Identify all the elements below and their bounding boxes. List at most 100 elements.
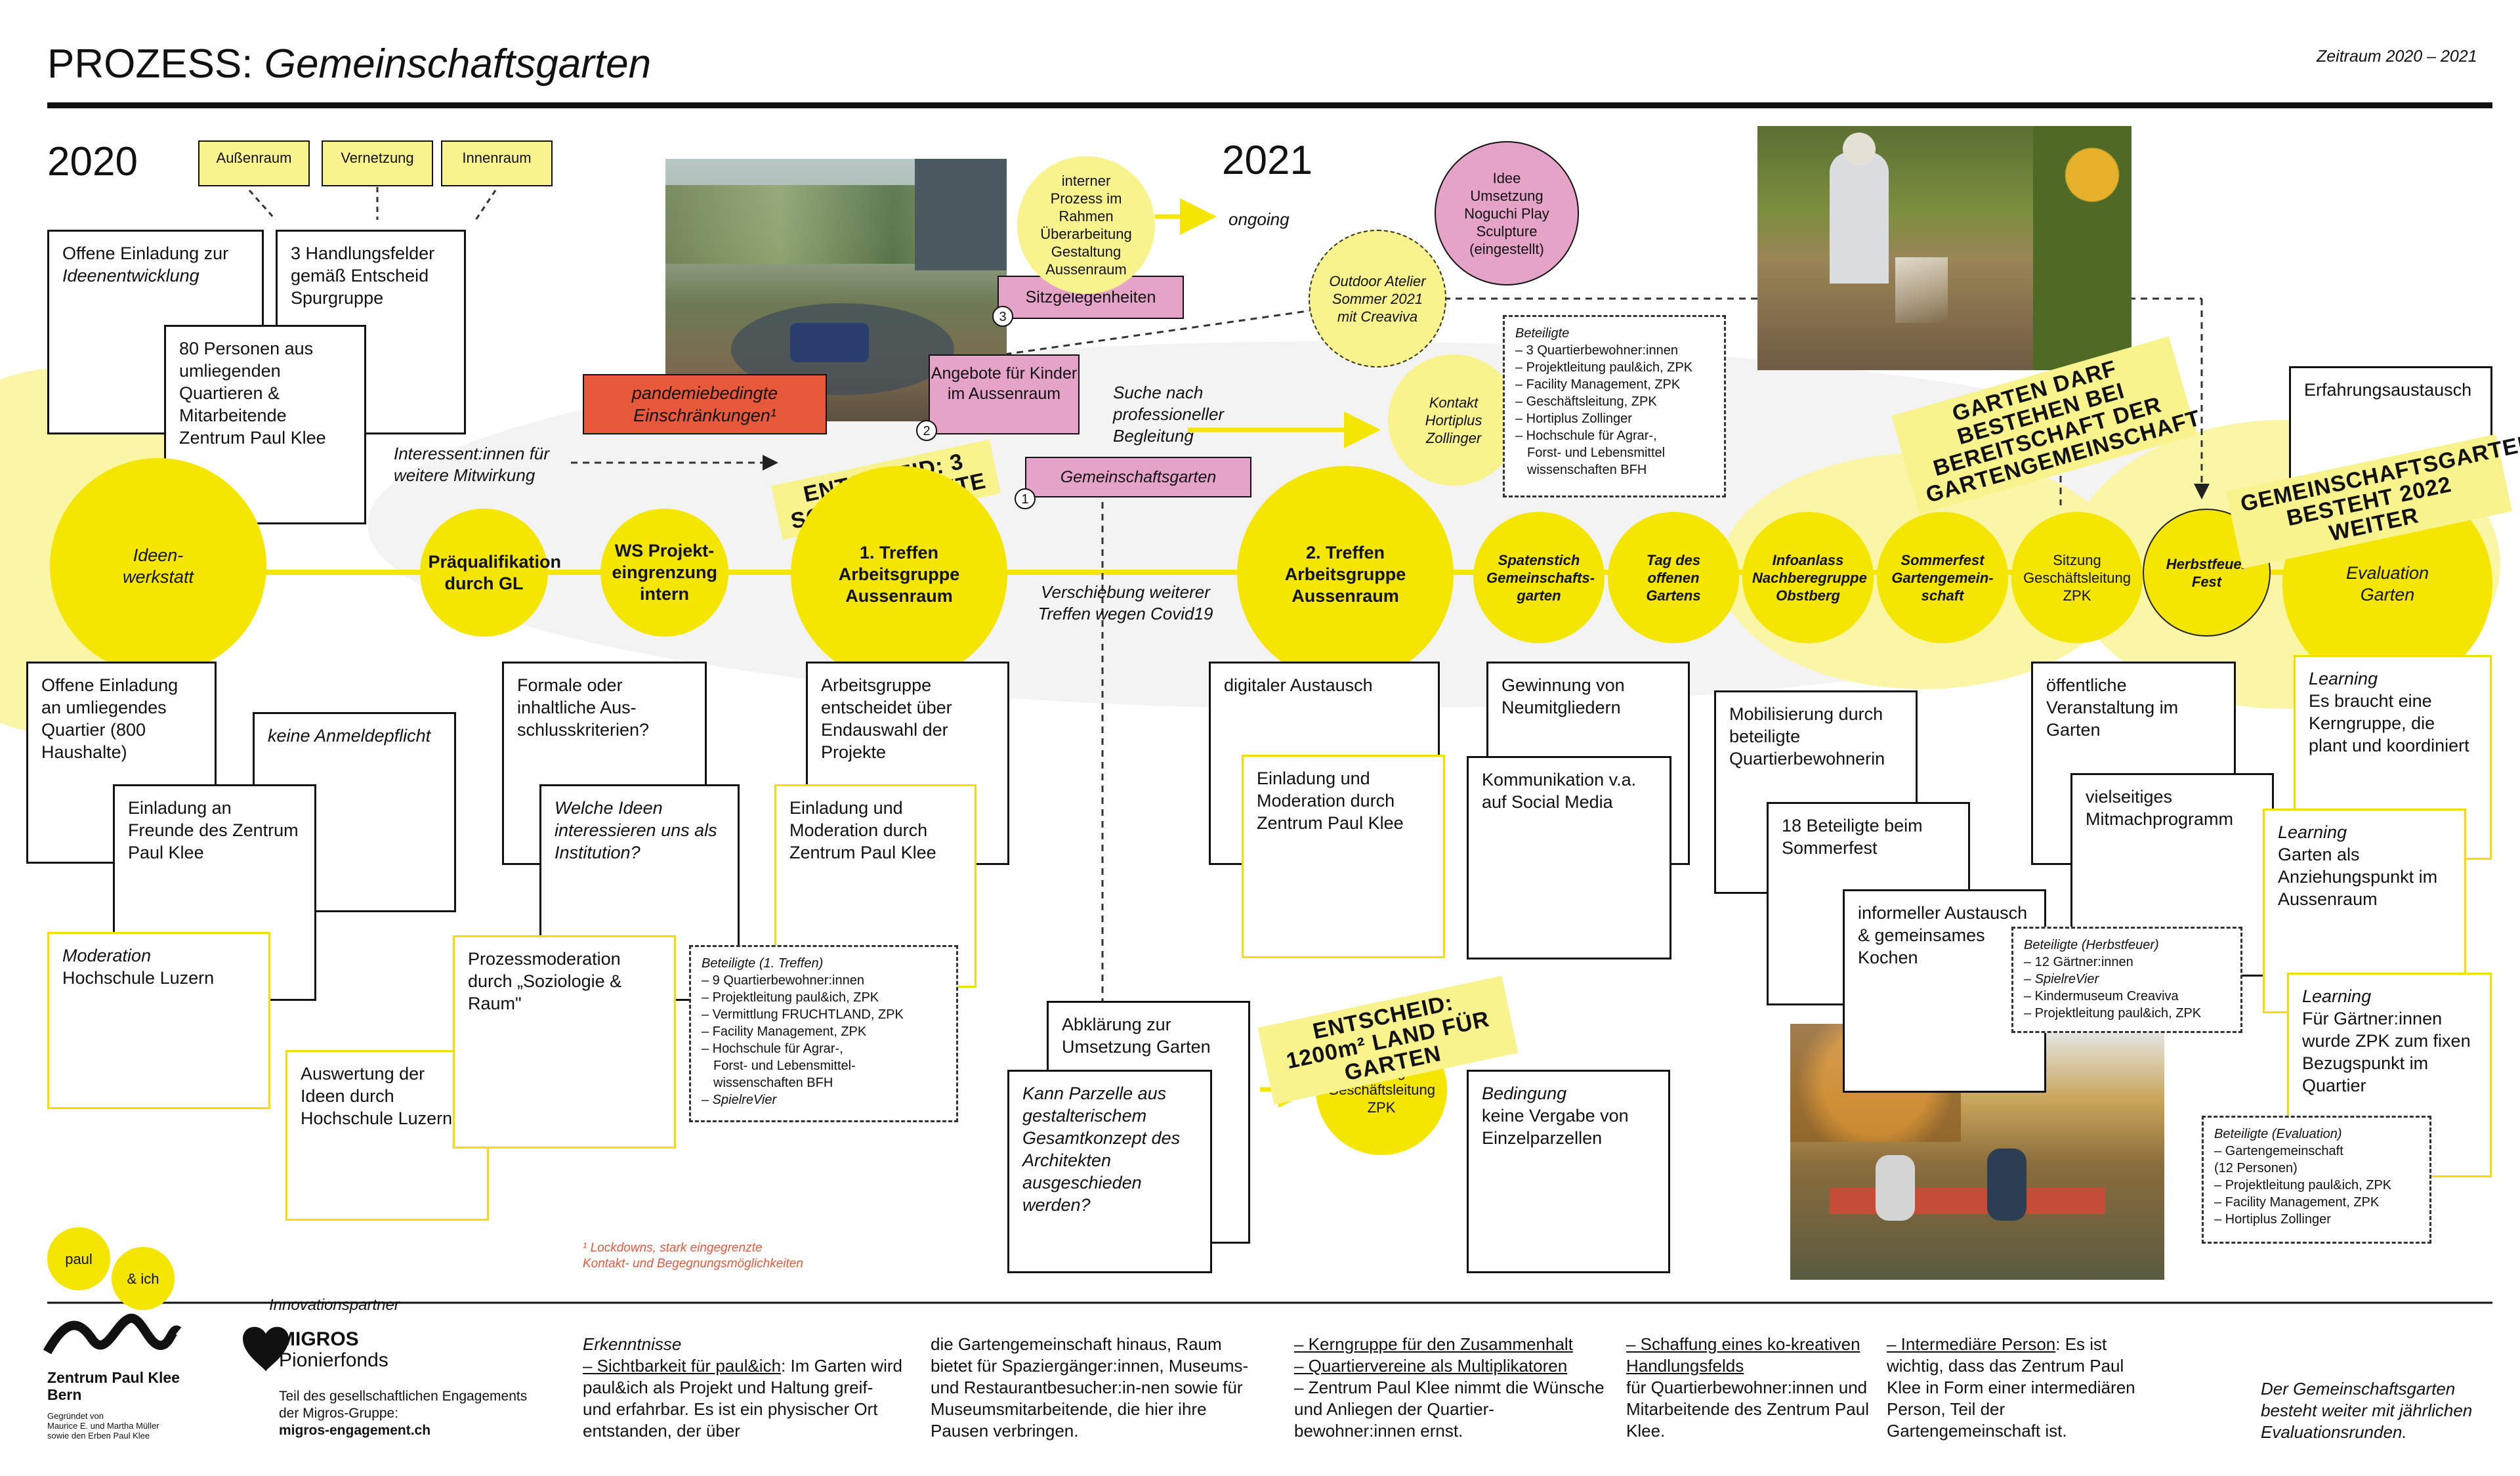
- paul-logo-text: paul: [65, 1250, 93, 1267]
- ich-logo-text: & ich: [127, 1270, 159, 1287]
- beteiligte-evaluation-item: – Hortiplus Zollinger: [2214, 1212, 2331, 1227]
- circle-interner-prozess-label: interner Prozess im Rahmen Überarbeitung…: [1040, 173, 1132, 278]
- circle-infoanlass: Infoanlass Nachberegruppe Obstberg: [1742, 512, 1874, 643]
- beteiligte-hortiplus-item: wissenschaften BFH: [1527, 463, 1647, 477]
- migros-text-body: Teil des gesellschaftlichen Engagements …: [279, 1389, 528, 1421]
- number-2: 2: [916, 420, 937, 441]
- beteiligte-hortiplus-item: – 3 Quartierbewohner:innen: [1515, 343, 1678, 358]
- circle-interner-prozess: interner Prozess im Rahmen Überarbeitung…: [1017, 156, 1155, 294]
- closing-text: Der Gemeinschaftsgarten besteht weiter m…: [2261, 1379, 2473, 1442]
- circle-sommerfest-label: Sommerfest Gartengemein-schaft: [1891, 551, 1994, 604]
- learning-2-text: Garten als Anziehungspunkt im Aussenraum: [2278, 845, 2438, 909]
- moderation-label: Moderation: [62, 946, 152, 965]
- circle-sitzung-gl: Sitzung Geschäftsleitung ZPK: [2011, 512, 2143, 643]
- beteiligte-hortiplus-title: Beteiligte: [1515, 326, 1570, 341]
- tag-innenraum: Innenraum: [441, 140, 553, 186]
- pink-gemeinschaftsgarten: Gemeinschaftsgarten: [1025, 457, 1251, 497]
- circle-ws-projekt: WS Projekt-eingrenzung intern: [600, 509, 728, 637]
- zpk-name-line1: Zentrum Paul Klee: [47, 1369, 180, 1386]
- circle-outdoor-atelier-label: Outdoor Atelier Sommer 2021 mit Creaviva: [1329, 272, 1426, 325]
- col4-body: für Quartierbewohner:innen und Mitarbeit…: [1626, 1378, 1869, 1441]
- photo-garden: [1757, 126, 2132, 370]
- col3-heading1: – Kerngruppe für den Zusammenhalt: [1294, 1334, 1573, 1354]
- circle-evaluation-label: Evaluation Garten: [2345, 563, 2429, 604]
- beteiligte-treffen1-item: – SpielreVier: [702, 1093, 777, 1107]
- col5-body: : Es ist wichtig, dass das Zentrum Paul …: [1887, 1334, 2135, 1441]
- migros-logo: MIGROS Pionierfonds: [279, 1329, 388, 1371]
- col1-body: : Im Garten wird paul&ich als Projekt un…: [583, 1356, 902, 1441]
- header-rule: [47, 102, 2492, 108]
- circle-outdoor-atelier: Outdoor Atelier Sommer 2021 mit Creaviva: [1309, 230, 1446, 368]
- learning-3-label: Learning: [2302, 986, 2372, 1006]
- learning-3-text: Für Gärtner:innen wurde ZPK zum fixen Be…: [2302, 1009, 2471, 1095]
- beteiligte-hortiplus-item: Forst- und Lebensmittel: [1527, 446, 1666, 460]
- circle-herbstfeuer-label: Herbstfeuer Fest: [2166, 555, 2248, 590]
- year-2020: 2020: [47, 139, 138, 184]
- migros-pionierfonds: Pionierfonds: [279, 1349, 388, 1371]
- circle-infoanlass-label: Infoanlass Nachberegruppe Obstberg: [1752, 551, 1867, 604]
- period-label: Zeitraum 2020 – 2021: [2317, 47, 2477, 66]
- ich-logo-circle: & ich: [112, 1247, 175, 1310]
- circle-tag-offenen: Tag des offenen Gartens: [1608, 512, 1739, 643]
- label-verschiebung: Verschiebung weiterer Treffen wegen Covi…: [1038, 582, 1213, 623]
- page-title: PROZESS: Gemeinschaftsgarten: [47, 41, 651, 88]
- beteiligte-treffen1-item: – Facility Management, ZPK: [702, 1024, 867, 1039]
- beteiligte-treffen1-title: Beteiligte (1. Treffen): [702, 956, 824, 971]
- beteiligte-treffen1-item: Forst- und Lebensmittel-: [713, 1059, 856, 1073]
- circle-treffen1-label: 1. Treffen Arbeitsgruppe Aussenraum: [838, 542, 960, 606]
- zpk-small-line3: sowie den Erben Paul Klee: [47, 1431, 150, 1441]
- erkenntnisse-col2: die Gartengemeinschaft hinaus, Raum biet…: [931, 1334, 1249, 1441]
- erkenntnisse-col5: – Intermediäre Person: Es ist wichtig, d…: [1887, 1334, 2156, 1442]
- circle-treffen2: 2. Treffen Arbeitsgruppe Aussenraum: [1237, 466, 1454, 683]
- circle-ideenwerkstatt: Ideen-werkstatt: [50, 458, 266, 675]
- col3-heading2: – Quartiervereine als Multiplikatoren: [1294, 1356, 1568, 1376]
- beteiligte-treffen1-item: – Vermittlung FRUCHTLAND, ZPK: [702, 1007, 904, 1022]
- bedingung-label: Bedingung: [1482, 1084, 1567, 1103]
- innovationspartner-label: Innovationspartner: [269, 1296, 400, 1314]
- paul-logo-circle: paul: [47, 1227, 110, 1290]
- migros-url[interactable]: migros-engagement.ch: [279, 1423, 431, 1438]
- box-bedingung: Bedingung keine Vergabe von Einzelparzel…: [1467, 1070, 1670, 1273]
- beteiligte-evaluation-item: (12 Personen): [2214, 1161, 2298, 1175]
- beteiligte-treffen1: Beteiligte (1. Treffen) – 9 Quartierbewo…: [689, 945, 958, 1122]
- beteiligte-treffen1-item: – Hochschule für Agrar-,: [702, 1042, 843, 1056]
- zpk-name-line2: Bern: [47, 1386, 82, 1403]
- pink-angebote-kinder: Angebote für Kinder im Aussenraum: [929, 354, 1080, 434]
- footnote: ¹ Lockdowns, stark eingegrenzte Kontakt-…: [583, 1240, 803, 1272]
- tag-vernetzung: Vernetzung: [322, 140, 433, 186]
- beteiligte-treffen1-item: – 9 Quartierbewohner:innen: [702, 973, 864, 988]
- beteiligte-herbstfeuer-item: – SpielreVier: [2024, 972, 2099, 986]
- title-prefix: PROZESS:: [47, 41, 253, 87]
- zpk-small: Gegründet von Maurice E. und Martha Müll…: [47, 1411, 159, 1441]
- beteiligte-evaluation-item: – Projektleitung paul&ich, ZPK: [2214, 1178, 2392, 1192]
- box-80-personen: 80 Personen aus umliegenden Quartieren &…: [164, 325, 366, 524]
- moderation-text: Hochschule Luzern: [62, 968, 215, 988]
- circle-sommerfest: Sommerfest Gartengemein-schaft: [1877, 512, 2008, 643]
- beteiligte-hortiplus-item: – Hochschule für Agrar-,: [1515, 429, 1657, 443]
- beteiligte-treffen1-item: wissenschaften BFH: [713, 1076, 833, 1090]
- circle-ws-projekt-label: WS Projekt-eingrenzung intern: [612, 541, 718, 604]
- box-kann-parzelle: Kann Parzelle aus gestalterischem Gesamt…: [1007, 1070, 1212, 1273]
- circle-praequalifikation: Präqualifikation durch GL: [420, 509, 561, 637]
- red-pandemie: pandemiebedingte Einschränkungen¹: [583, 374, 827, 434]
- migros-name: MIGROS: [279, 1328, 359, 1350]
- box-kommunikation: Kommunikation v.a. auf Social Media: [1467, 756, 1671, 959]
- erkenntnisse-col3: – Kerngruppe für den Zusammenhalt – Quar…: [1294, 1334, 1609, 1442]
- beteiligte-hortiplus-item: – Projektleitung paul&ich, ZPK: [1515, 360, 1693, 375]
- zpk-small-line1: Gegründet von: [47, 1411, 104, 1421]
- erkenntnisse-col4: – Schaffung eines ko-kreativen Handlungs…: [1626, 1334, 1876, 1442]
- circle-treffen1: 1. Treffen Arbeitsgruppe Aussenraum: [791, 466, 1007, 683]
- circle-idee-noguchi-label: Idee Umsetzung Noguchi Play Sculpture (e…: [1464, 169, 1549, 257]
- beteiligte-hortiplus-item: – Facility Management, ZPK: [1515, 377, 1681, 392]
- circle-kontakt-hortiplus-label: Kontakt Hortiplus Zollinger: [1425, 394, 1482, 446]
- beteiligte-herbstfeuer-title: Beteiligte (Herbstfeuer): [2024, 938, 2159, 952]
- box-offene-einladung-ideen-line1: Offene Einladung zur: [62, 243, 229, 263]
- circle-spatenstich-label: Spatenstich Gemeinschafts-garten: [1486, 551, 1595, 604]
- beteiligte-evaluation: Beteiligte (Evaluation) – Gartengemeinsc…: [2202, 1116, 2431, 1244]
- circle-ideenwerkstatt-label: Ideen-werkstatt: [122, 545, 194, 587]
- beteiligte-evaluation-title: Beteiligte (Evaluation): [2214, 1127, 2342, 1141]
- zpk-name: Zentrum Paul Klee Bern: [47, 1369, 180, 1403]
- circle-spatenstich: Spatenstich Gemeinschafts-garten: [1473, 512, 1605, 643]
